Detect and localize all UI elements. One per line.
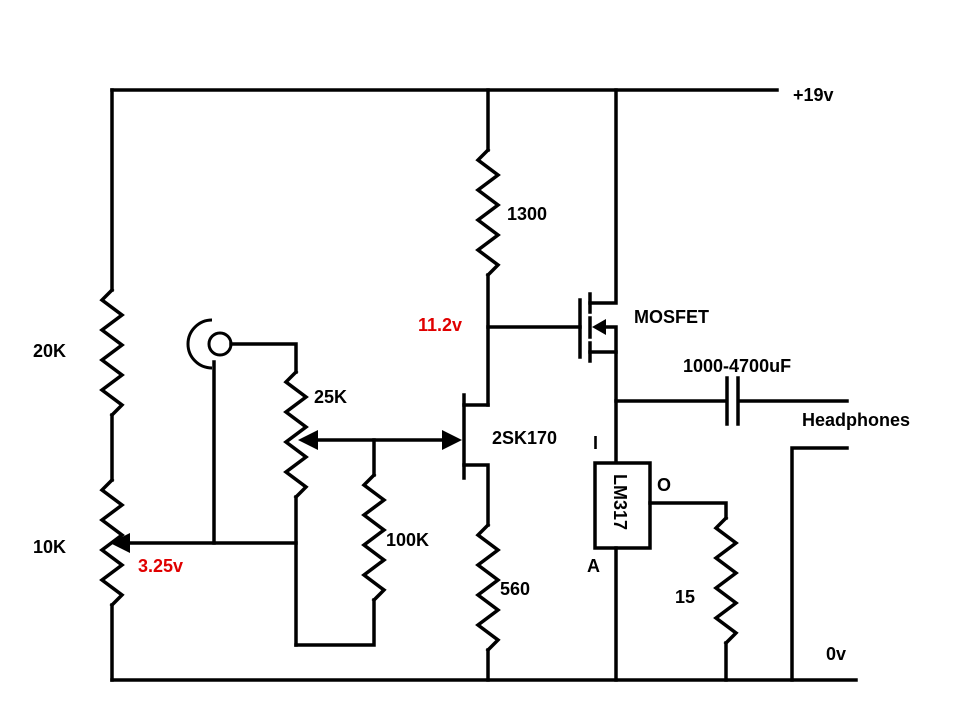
label-ground: 0v <box>826 644 846 664</box>
jfet-source-lead <box>462 463 490 527</box>
label-r-560: 560 <box>500 579 530 599</box>
resistor-100k <box>361 472 387 603</box>
label-lm317: LM317 <box>610 474 630 530</box>
label-headphones: Headphones <box>802 410 910 430</box>
label-r-15: 15 <box>675 587 695 607</box>
label-supply-positive: +19v <box>793 85 834 105</box>
resistor-15 <box>713 515 739 646</box>
pot-10k-wiper-arrow <box>110 533 130 553</box>
label-mosfet: MOSFET <box>634 307 709 327</box>
mosfet-drain-wire <box>588 88 618 305</box>
headphone-ground-wire <box>790 446 849 682</box>
resistor-1300 <box>475 147 501 278</box>
mosfet-source-wire <box>588 350 618 465</box>
jack-signal-wire <box>229 342 298 374</box>
lm317-out-wire <box>648 501 728 520</box>
resistor-560 <box>475 522 501 653</box>
audio-jack-icon <box>186 318 213 370</box>
resistor-20k <box>99 287 125 418</box>
label-pin-in: I <box>593 433 598 453</box>
label-drain-voltage: 11.2v <box>418 315 462 335</box>
r-gate-loop-wire <box>294 598 376 647</box>
label-r-20k: 20K <box>33 341 66 361</box>
label-jfet: 2SK170 <box>492 428 557 448</box>
label-pin-adj: A <box>587 556 600 576</box>
label-pin-out: O <box>657 475 671 495</box>
label-r-1300: 1300 <box>507 204 547 224</box>
lm317-body <box>593 461 652 550</box>
mosfet-arrow <box>592 319 606 335</box>
label-r-100k: 100K <box>386 530 429 550</box>
label-bias-voltage: 3.25v <box>138 556 183 576</box>
jack-tip <box>207 331 233 357</box>
label-pot-25k: 25K <box>314 387 347 407</box>
mosfet-body-wire <box>601 325 618 354</box>
potentiometer-25k <box>283 369 309 500</box>
jfet-gate-arrow <box>442 430 462 450</box>
label-pot-10k: 10K <box>33 537 66 557</box>
label-capacitor: 1000-4700uF <box>683 356 791 376</box>
pot-25k-wiper-arrow <box>298 430 318 450</box>
